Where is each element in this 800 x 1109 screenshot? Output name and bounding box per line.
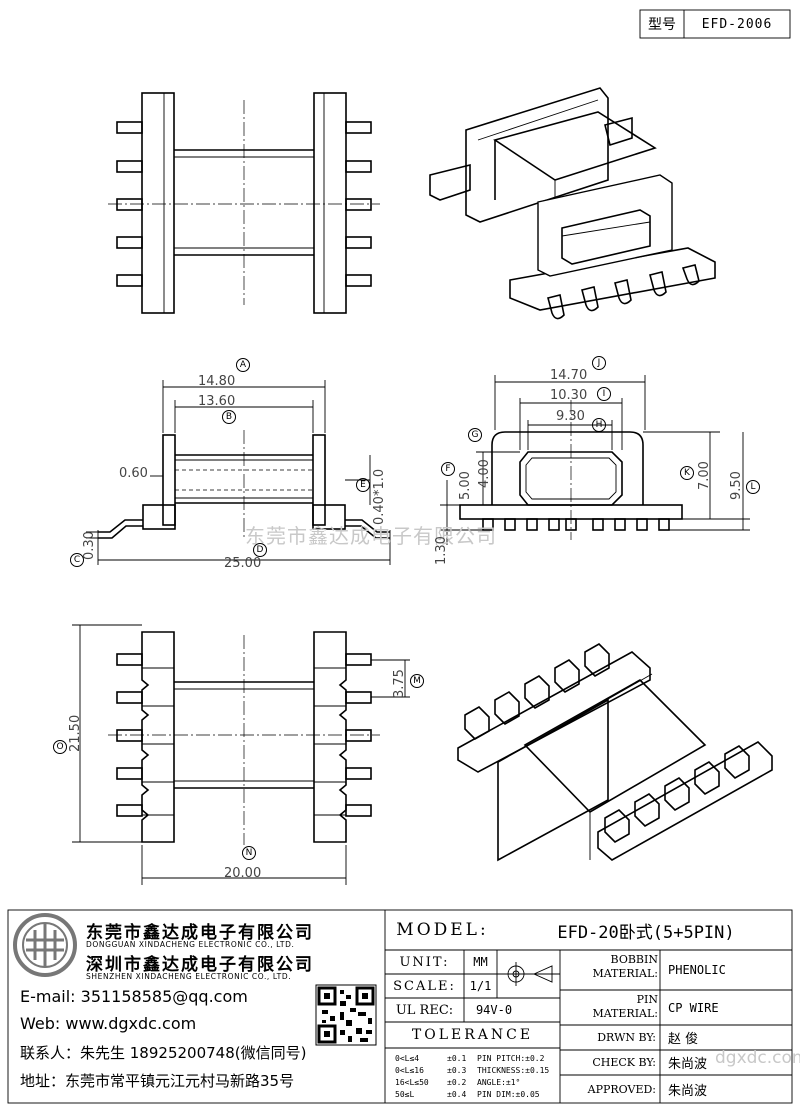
dim-l: 1.30 xyxy=(434,536,449,565)
tolerance-title: TOLERANCE xyxy=(411,1027,534,1043)
company-name-cn-2: 深圳市鑫达成电子有限公司 xyxy=(86,955,314,975)
callout-i: I xyxy=(597,387,611,401)
callout-j: J xyxy=(592,356,606,370)
dim-h: 10.30 xyxy=(550,388,588,403)
callout-o: O xyxy=(53,740,67,754)
dim-g: 14.70 xyxy=(550,368,588,383)
company-logo xyxy=(13,913,77,977)
callout-b: B xyxy=(222,410,236,424)
approved-value: 朱尚波 xyxy=(668,1083,708,1099)
front-view xyxy=(86,380,391,565)
company-web[interactable]: Web: www.dgxdc.com xyxy=(20,1014,197,1033)
drawn-by-value: 赵 俊 xyxy=(668,1032,699,1047)
watermark: 东莞市鑫达成电子有限公司 xyxy=(245,524,497,548)
company-name-en-1: DONGGUAN XINDACHENG ELECTRONIC CO., LTD. xyxy=(86,940,295,949)
dim-n: 9.50 xyxy=(729,471,744,500)
callout-f: F xyxy=(441,462,455,476)
dim-p: 21.50 xyxy=(68,714,83,752)
model-code: EFD-2006 xyxy=(701,16,773,32)
bottom-view xyxy=(72,624,410,885)
title-block-grid xyxy=(7,909,793,1104)
callout-h: H xyxy=(592,418,606,432)
callout-c: C xyxy=(70,553,84,567)
dim-j: 5.00 xyxy=(458,471,473,500)
bobbin-material-value: PHENOLIC xyxy=(668,963,726,977)
side-view xyxy=(440,375,750,545)
header-box xyxy=(639,9,791,39)
dim-d: 0.30 xyxy=(82,531,97,560)
qr-code xyxy=(315,984,377,1046)
dim-o: 3.75 xyxy=(392,669,407,698)
company-name-cn-1: 东莞市鑫达成电子有限公司 xyxy=(86,923,314,943)
callout-l: L xyxy=(746,480,760,494)
drawn-by-label: DRWN BY: xyxy=(597,1031,656,1044)
iso-view-bottom xyxy=(457,643,773,862)
pin-material-label: PIN MATERIAL: xyxy=(592,993,658,1020)
company-email[interactable]: E-mail: 351158585@qq.com xyxy=(20,987,248,1006)
unit-value: MM xyxy=(473,955,488,969)
dim-f: 25.00 xyxy=(224,556,262,571)
dim-c: 0.60 xyxy=(119,466,148,481)
dim-q: 20.00 xyxy=(224,866,262,881)
company-contact: 联系人：朱先生 18925200748(微信同号) xyxy=(20,1044,307,1062)
check-by-value: 朱尚波 xyxy=(668,1057,708,1072)
ul-value: 94V-0 xyxy=(475,1003,513,1017)
pin-material-value: CP WIRE xyxy=(668,1000,719,1015)
company-address: 地址：东莞市常平镇元江元村马新路35号 xyxy=(20,1072,295,1090)
callout-m: M xyxy=(410,674,424,688)
dim-b: 13.60 xyxy=(198,394,236,409)
ul-label: UL REC: xyxy=(395,1002,454,1018)
callout-g: G xyxy=(468,428,482,442)
iso-view-top xyxy=(429,87,716,320)
dim-m: 7.00 xyxy=(697,461,712,490)
scale-label: SCALE: xyxy=(393,978,456,994)
dim-a: 14.80 xyxy=(198,374,236,389)
callout-d: D xyxy=(253,543,267,557)
model-value: EFD-20卧式(5+5PIN) xyxy=(557,922,735,943)
callout-k: K xyxy=(680,466,694,480)
callout-a: A xyxy=(236,358,250,372)
callout-e: E xyxy=(356,478,370,492)
model-label-cn: 型号 xyxy=(648,17,676,33)
dim-k: 4.00 xyxy=(477,459,492,488)
corner-watermark: dgxdc.com xyxy=(715,1048,800,1068)
approved-label: APPROVED: xyxy=(587,1082,656,1096)
scale-value: 1/1 xyxy=(469,979,492,993)
unit-label: UNIT: xyxy=(399,954,450,970)
dim-e: 0.40*1.0 xyxy=(372,468,387,525)
top-view xyxy=(108,92,380,314)
bobbin-material-label: BOBBIN MATERIAL: xyxy=(592,953,658,980)
dim-i: 9.30 xyxy=(556,409,585,424)
callout-n: N xyxy=(242,846,256,860)
model-label: MODEL: xyxy=(396,920,489,940)
check-by-label: CHECK BY: xyxy=(592,1056,656,1069)
company-name-en-2: SHENZHEN XINDACHENG ELECTRONIC CO., LTD. xyxy=(86,972,292,981)
